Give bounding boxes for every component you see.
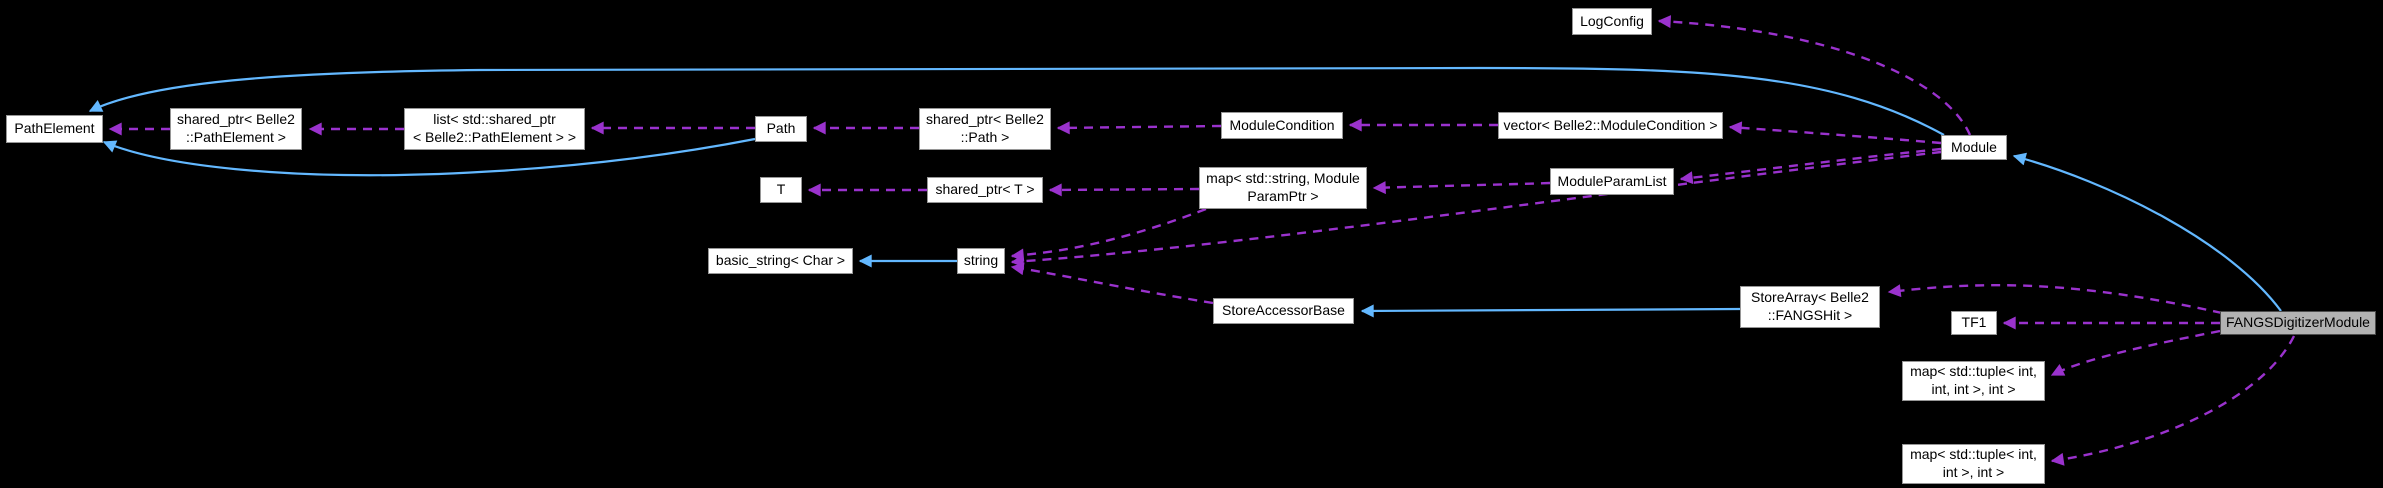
node-t[interactable]: T xyxy=(760,177,802,203)
node-moduleparamlist[interactable]: ModuleParamList xyxy=(1550,168,1674,195)
edge-fangsdigitizermodule-to-module xyxy=(2012,152,2282,312)
node-logconfig[interactable]: LogConfig xyxy=(1572,8,1652,35)
edge-fangsdigitizermodule-to-storearray_fangshit xyxy=(1887,283,2223,315)
node-path[interactable]: Path xyxy=(755,116,807,142)
node-vector_modulecondition[interactable]: vector< Belle2::ModuleCondition > xyxy=(1498,112,1723,139)
edge-module-to-moduleparamlist xyxy=(1679,147,1942,185)
edge-modulecondition-to-sp_path xyxy=(1056,121,1222,135)
node-sp_t[interactable]: shared_ptr< T > xyxy=(927,177,1043,203)
node-list_sp_pathelement[interactable]: list< std::shared_ptr < Belle2::PathElem… xyxy=(404,108,585,150)
node-modulecondition[interactable]: ModuleCondition xyxy=(1221,112,1343,139)
edge-fangsdigitizermodule-to-map_tuple2_int xyxy=(2050,335,2296,466)
node-storearray_fangshit[interactable]: StoreArray< Belle2 ::FANGSHit > xyxy=(1740,286,1880,328)
edge-storeaccessorbase-to-string xyxy=(1010,262,1214,305)
node-map_tuple2_int[interactable]: map< std::tuple< int, int >, int > xyxy=(1902,444,2045,484)
node-basic_string_char[interactable]: basic_string< Char > xyxy=(708,248,853,274)
node-module[interactable]: Module xyxy=(1941,135,2007,160)
edge-map_string_paramptr-to-string xyxy=(1010,207,1207,262)
node-pathelement[interactable]: PathElement xyxy=(6,115,103,143)
node-storeaccessorbase[interactable]: StoreAccessorBase xyxy=(1213,298,1354,324)
edge-module-to-string xyxy=(1010,150,1942,268)
edge-fangsdigitizermodule-to-map_tuple3_int xyxy=(2050,329,2221,377)
node-tf1[interactable]: TF1 xyxy=(1951,311,1997,335)
edge-storearray_fangshit-to-storeaccessorbase xyxy=(1360,304,1741,318)
node-sp_pathelement[interactable]: shared_ptr< Belle2 ::PathElement > xyxy=(170,108,302,150)
edge-module-to-vector_modulecondition xyxy=(1728,121,1942,145)
node-string[interactable]: string xyxy=(957,248,1005,274)
node-sp_path[interactable]: shared_ptr< Belle2 ::Path > xyxy=(919,108,1051,150)
node-map_string_paramptr[interactable]: map< std::string, Module ParamPtr > xyxy=(1199,167,1367,209)
edge-map_string_paramptr-to-sp_t xyxy=(1048,183,1200,197)
node-map_tuple3_int[interactable]: map< std::tuple< int, int, int >, int > xyxy=(1902,361,2045,401)
edge-moduleparamlist-to-map_string_paramptr xyxy=(1372,181,1551,195)
node-fangsdigitizermodule[interactable]: FANGSDigitizerModule xyxy=(2220,311,2376,335)
